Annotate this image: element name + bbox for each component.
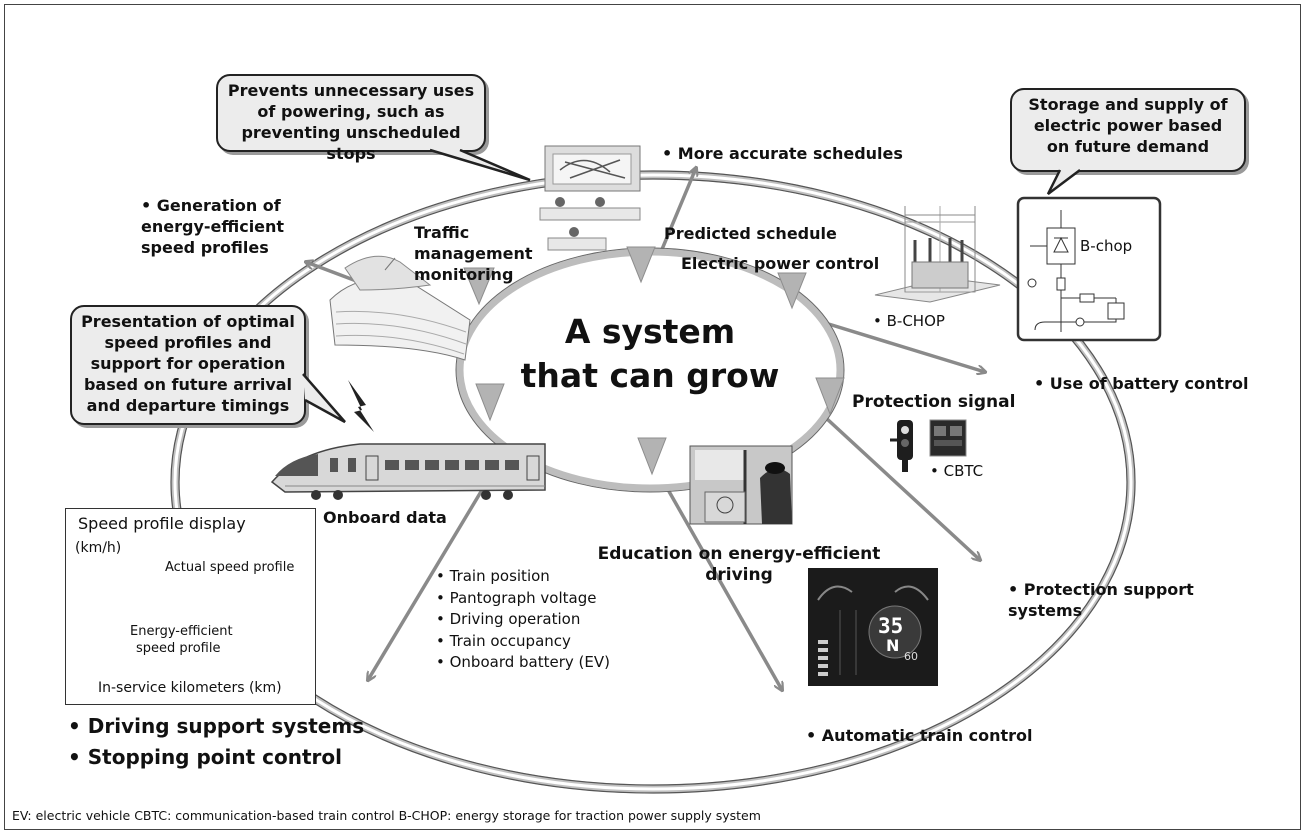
- label-bchop: • B-CHOP: [873, 312, 945, 330]
- callout-tail-right: [1046, 169, 1081, 195]
- gauge-sub: N: [886, 636, 900, 655]
- label-predicted: Predicted schedule: [664, 224, 837, 243]
- chart-efficient-label-1: Energy-efficient: [130, 624, 233, 639]
- arrow-automatic: [648, 457, 782, 690]
- substation-illustration: [874, 206, 1001, 303]
- gauge-value: 35: [878, 614, 904, 638]
- onboard-item: • Onboard battery (EV): [436, 653, 610, 671]
- outer-ring-edge: [170, 170, 1136, 794]
- triangle-2: [626, 246, 656, 284]
- bchop-circuit-panel: [1016, 196, 1162, 342]
- label-power-control: Electric power control: [681, 254, 880, 273]
- label-generation: • Generation of energy-efficient speed p…: [141, 196, 285, 257]
- label-more-accurate: • More accurate schedules: [662, 144, 903, 163]
- speed-profile-chart: [65, 508, 316, 705]
- onboard-item: • Train occupancy: [436, 631, 571, 650]
- label-battery: • Use of battery control: [1034, 374, 1249, 393]
- onboard-item: • Train position: [436, 567, 550, 585]
- callout-tail-left: [302, 373, 346, 424]
- triangle-3: [777, 272, 807, 310]
- onboard-item: • Pantograph voltage: [436, 588, 597, 607]
- callout-presentation: Presentation of optimal speed profiles a…: [70, 305, 306, 425]
- label-stopping-point: • Stopping point control: [68, 745, 342, 769]
- signal-illustration: [890, 419, 967, 472]
- label-bchop-circuit: B-chop: [1080, 237, 1133, 255]
- label-traffic: Traffic management monitoring: [414, 223, 533, 284]
- center-line-2: that can grow: [520, 356, 780, 395]
- gauge-small: 60: [904, 650, 918, 663]
- outer-ring-edge2: [178, 178, 1128, 786]
- triangle-1: [463, 267, 495, 306]
- chart-x-label: In-service kilometers (km): [98, 680, 282, 696]
- triangle-4: [475, 383, 505, 422]
- callout-tail-top: [429, 148, 531, 182]
- outer-ring-inner: [173, 173, 1133, 791]
- dashboard-illustration: [808, 568, 938, 686]
- control-room-illustration: [539, 145, 641, 251]
- label-onboard: Onboard data: [323, 508, 447, 527]
- label-protection-support: • Protection support systems: [1008, 580, 1194, 620]
- onboard-data-list: • Train position • Pantograph voltage • …: [436, 566, 610, 674]
- lightning-icon: [348, 380, 374, 432]
- footnote: EV: electric vehicle CBTC: communication…: [12, 808, 761, 823]
- callout-prevents: Prevents unnecessary uses of powering, s…: [216, 74, 486, 163]
- callout-storage: Storage and supply of electric power bas…: [1010, 88, 1246, 172]
- figure-frame: [4, 4, 1301, 830]
- triangle-6: [637, 437, 667, 476]
- chart-y-unit: (km/h): [75, 540, 122, 556]
- chart-efficient-label-2: speed profile: [136, 641, 221, 656]
- train-illustration: [270, 443, 546, 500]
- label-driving-support: • Driving support systems: [68, 714, 365, 738]
- center-title: A system that can grow: [520, 310, 780, 398]
- arrow-protection: [824, 416, 980, 560]
- label-cbtc: • CBTC: [930, 462, 984, 480]
- chart-title: Speed profile display: [78, 514, 246, 533]
- label-automatic: • Automatic train control: [806, 726, 1033, 745]
- data-center-illustration: [329, 255, 471, 361]
- onboard-item: • Driving operation: [436, 610, 581, 628]
- center-line-1: A system: [564, 312, 736, 351]
- chart-actual-label: Actual speed profile: [165, 560, 295, 575]
- arrow-battery: [821, 320, 985, 372]
- label-education: Education on energy-efficient driving: [597, 544, 881, 585]
- driver-cab-illustration: [689, 445, 793, 525]
- label-protection-signal: Protection signal: [852, 392, 1016, 412]
- triangle-5: [815, 377, 845, 416]
